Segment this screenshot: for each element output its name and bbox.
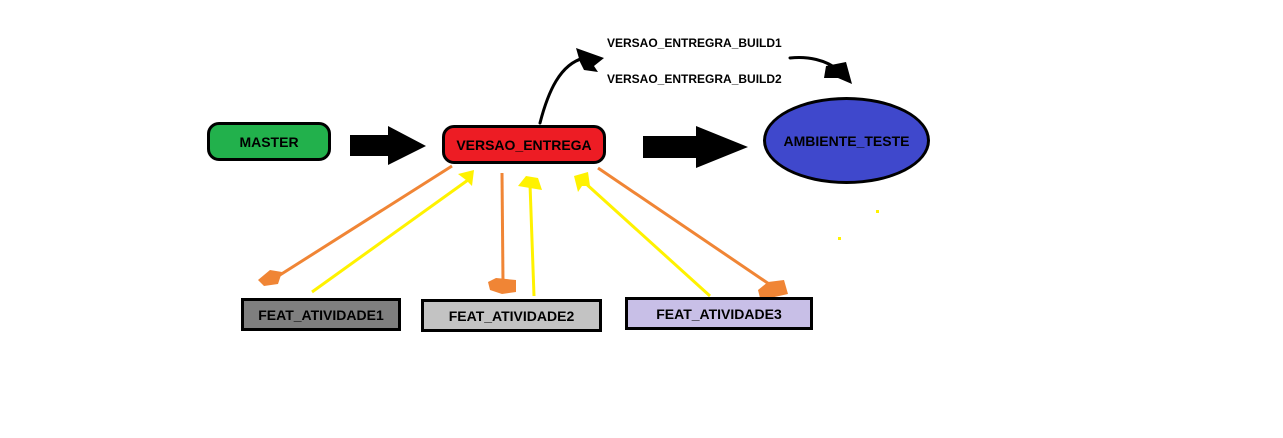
feat-atividade3-node: FEAT_ATIVIDADE3	[625, 297, 813, 330]
feat-atividade2-node: FEAT_ATIVIDADE2	[421, 299, 602, 332]
arrowhead-feat1	[258, 270, 282, 286]
build1-label: VERSAO_ENTREGRA_BUILD1	[607, 36, 782, 50]
ambiente-teste-label: AMBIENTE_TESTE	[783, 132, 910, 149]
master-label: MASTER	[239, 133, 299, 150]
arrowhead-feat2-up	[518, 176, 542, 190]
arrow-versao-entrega-to-ambiente-teste	[643, 126, 748, 168]
versao-entrega-node: VERSAO_ENTREGA	[442, 125, 606, 164]
arrow-feat1-to-versao-entrega	[311, 178, 469, 294]
arrowhead-ambiente-teste	[824, 62, 852, 84]
arrow-versao-entrega-to-feat2	[500, 172, 505, 283]
arrowhead-feat3	[758, 280, 788, 298]
arrow-feat2-to-versao-entrega	[528, 183, 536, 297]
arrowhead-build1	[576, 48, 604, 72]
feat-atividade2-label: FEAT_ATIVIDADE2	[448, 307, 575, 324]
arrow-master-to-versao-entrega	[350, 126, 426, 165]
arrowhead-feat3-up	[574, 172, 590, 192]
yellow-speck	[838, 237, 841, 240]
versao-entrega-label: VERSAO_ENTREGA	[456, 136, 592, 153]
arrow-feat3-to-versao-entrega	[582, 180, 712, 298]
arrow-versao-entrega-to-build1	[538, 56, 586, 125]
arrow-versao-entrega-to-feat3	[597, 166, 773, 288]
arrowhead-feat1-up	[458, 170, 474, 186]
feat-atividade1-label: FEAT_ATIVIDADE1	[258, 306, 384, 323]
arrow-versao-entrega-to-feat1	[271, 164, 453, 282]
ambiente-teste-node: AMBIENTE_TESTE	[763, 97, 930, 184]
arrowhead-feat2	[488, 278, 516, 294]
feat-atividade3-label: FEAT_ATIVIDADE3	[656, 305, 782, 322]
build2-label: VERSAO_ENTREGRA_BUILD2	[607, 72, 782, 86]
master-node: MASTER	[207, 122, 331, 161]
yellow-speck	[876, 210, 879, 213]
feat-atividade1-node: FEAT_ATIVIDADE1	[241, 298, 401, 331]
